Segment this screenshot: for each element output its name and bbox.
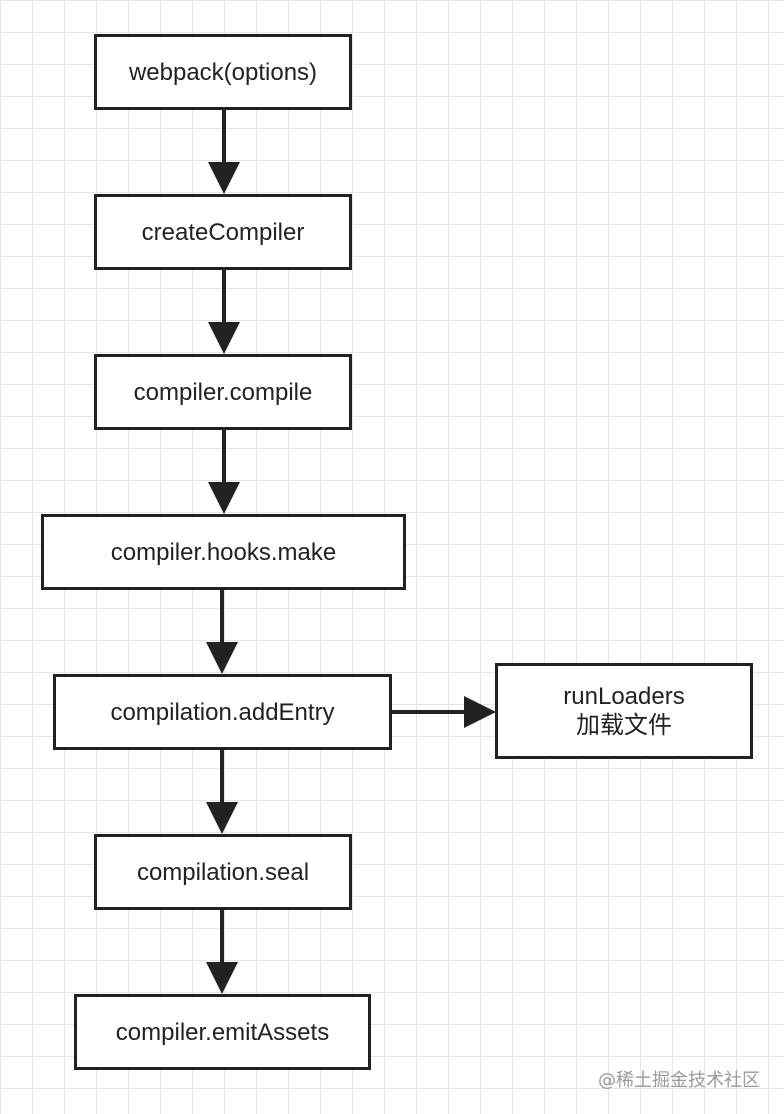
node-label: compiler.compile bbox=[133, 378, 313, 406]
node-label: compilation.seal bbox=[136, 858, 310, 886]
node-label-secondary: 加载文件 bbox=[576, 712, 672, 739]
node-label: runLoaders bbox=[563, 683, 685, 710]
node-run-loaders: runLoaders 加载文件 bbox=[495, 663, 753, 759]
node-compiler-hooks-make: compiler.hooks.make bbox=[41, 514, 406, 590]
node-webpack-options: webpack(options) bbox=[94, 34, 352, 110]
node-compiler-emit-assets: compiler.emitAssets bbox=[74, 994, 371, 1070]
node-label: compiler.hooks.make bbox=[110, 538, 337, 566]
node-label: compiler.emitAssets bbox=[115, 1018, 330, 1046]
node-compilation-add-entry: compilation.addEntry bbox=[53, 674, 392, 750]
node-compiler-compile: compiler.compile bbox=[94, 354, 352, 430]
watermark: @稀土掘金技术社区 bbox=[598, 1070, 760, 1091]
node-create-compiler: createCompiler bbox=[94, 194, 352, 270]
node-label: webpack(options) bbox=[128, 58, 318, 86]
node-label: createCompiler bbox=[141, 218, 305, 246]
node-label: compilation.addEntry bbox=[110, 698, 335, 726]
node-compilation-seal: compilation.seal bbox=[94, 834, 352, 910]
